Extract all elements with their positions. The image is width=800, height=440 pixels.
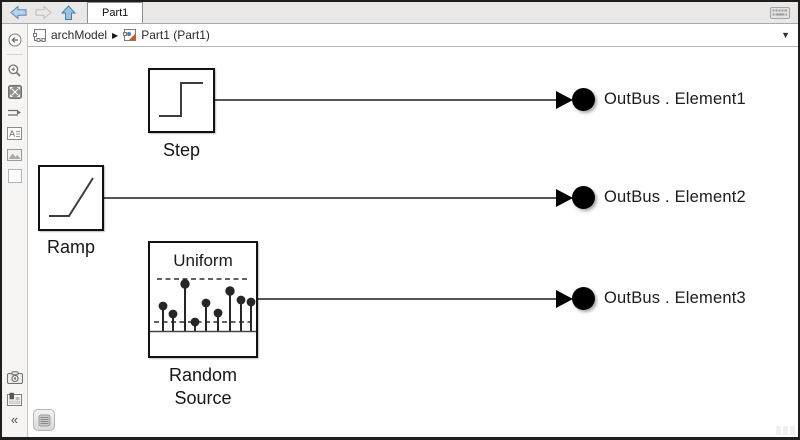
block-label-random-source[interactable]: Random Source bbox=[168, 365, 238, 408]
breadcrumb-root-label: archModel bbox=[51, 28, 108, 42]
architecture-model-icon bbox=[33, 29, 46, 42]
fit-to-view-button[interactable] bbox=[6, 83, 24, 100]
ramp-signal-icon bbox=[49, 177, 94, 217]
port-arrowhead-icon bbox=[556, 289, 573, 308]
tab-part1[interactable]: Part1 bbox=[87, 2, 144, 23]
tab-label: Part1 bbox=[102, 7, 129, 19]
image-icon bbox=[7, 148, 22, 161]
outport-element1[interactable]: OutBus . Element1 bbox=[556, 88, 746, 111]
keyboard-icon bbox=[770, 6, 790, 19]
block-random-source[interactable]: Uniform bbox=[148, 241, 258, 358]
random-stem-plot-icon bbox=[150, 278, 256, 333]
collapse-palette-button[interactable]: « bbox=[6, 411, 24, 428]
block-label-ramp[interactable]: Ramp bbox=[46, 237, 95, 257]
toolbar-divider bbox=[6, 54, 23, 55]
collapse-chevrons: « bbox=[10, 412, 19, 427]
keyboard-shortcuts-button[interactable] bbox=[770, 6, 790, 19]
annotation-icon: A bbox=[7, 127, 22, 140]
back-button[interactable] bbox=[9, 5, 27, 21]
breadcrumb-separator-icon: ▶ bbox=[112, 30, 119, 40]
step-signal-icon bbox=[159, 82, 203, 117]
block-label-step[interactable]: Step bbox=[162, 140, 201, 160]
wire-ramp-to-element2[interactable] bbox=[104, 197, 558, 199]
port-arrowhead-icon bbox=[556, 188, 573, 207]
up-arrow-icon bbox=[60, 4, 76, 20]
select-area-button[interactable] bbox=[6, 167, 24, 184]
outport-label: OutBus . Element1 bbox=[604, 90, 746, 108]
outport-label: OutBus . Element3 bbox=[604, 289, 746, 307]
camera-icon bbox=[6, 371, 23, 384]
expand-arrows-icon bbox=[7, 84, 22, 99]
outport-element3[interactable]: OutBus . Element3 bbox=[556, 287, 746, 310]
viewmark-image-button[interactable] bbox=[6, 146, 24, 163]
left-toolbar: A bbox=[2, 24, 28, 437]
wire-step-to-element1[interactable] bbox=[215, 99, 558, 101]
resize-grip bbox=[776, 426, 795, 435]
tab-strip: Part1 bbox=[2, 2, 798, 24]
up-button[interactable] bbox=[59, 4, 77, 21]
magnifier-plus-icon bbox=[8, 64, 21, 77]
screenshot-button[interactable] bbox=[6, 369, 24, 386]
hide-palette-button[interactable] bbox=[6, 31, 24, 48]
perspectives-button[interactable] bbox=[33, 409, 55, 431]
bus-element-node-icon bbox=[572, 287, 595, 310]
breadcrumb-current-label: Part1 (Part1) bbox=[141, 28, 210, 42]
double-arrow-right-icon bbox=[8, 109, 21, 116]
block-ramp[interactable] bbox=[38, 165, 104, 231]
port-arrowhead-icon bbox=[556, 90, 573, 109]
forward-button[interactable] bbox=[34, 5, 52, 21]
block-step[interactable] bbox=[148, 68, 215, 133]
breadcrumb: archModel ▶ Part1 (Part1) ▼ bbox=[28, 24, 798, 47]
back-arrow-icon bbox=[9, 5, 26, 20]
breadcrumb-dropdown-button[interactable]: ▼ bbox=[781, 30, 790, 40]
diagram-canvas[interactable]: Step Ramp Uniform bbox=[28, 47, 798, 437]
viewmarks-button[interactable] bbox=[6, 390, 24, 407]
outport-label: OutBus . Element2 bbox=[604, 188, 746, 206]
route-signals-button[interactable] bbox=[6, 104, 24, 121]
zoom-in-button[interactable] bbox=[6, 62, 24, 79]
empty-square-icon bbox=[7, 168, 22, 183]
viewmark-flag-icon bbox=[7, 392, 22, 406]
component-icon bbox=[123, 29, 137, 41]
stacked-lines-icon bbox=[38, 414, 50, 426]
forward-arrow-icon bbox=[35, 5, 52, 20]
bus-element-node-icon bbox=[572, 186, 595, 209]
bus-element-node-icon bbox=[572, 88, 595, 111]
annotation-button[interactable]: A bbox=[6, 125, 24, 142]
random-source-distribution-label: Uniform bbox=[173, 251, 233, 270]
breadcrumb-item-archmodel[interactable]: archModel bbox=[33, 28, 107, 42]
breadcrumb-item-part1[interactable]: Part1 (Part1) bbox=[123, 28, 210, 42]
circled-arrow-left-icon bbox=[8, 33, 21, 46]
wire-random-to-element3[interactable] bbox=[258, 298, 558, 300]
outport-element2[interactable]: OutBus . Element2 bbox=[556, 186, 746, 209]
svg-text:A: A bbox=[9, 129, 15, 139]
